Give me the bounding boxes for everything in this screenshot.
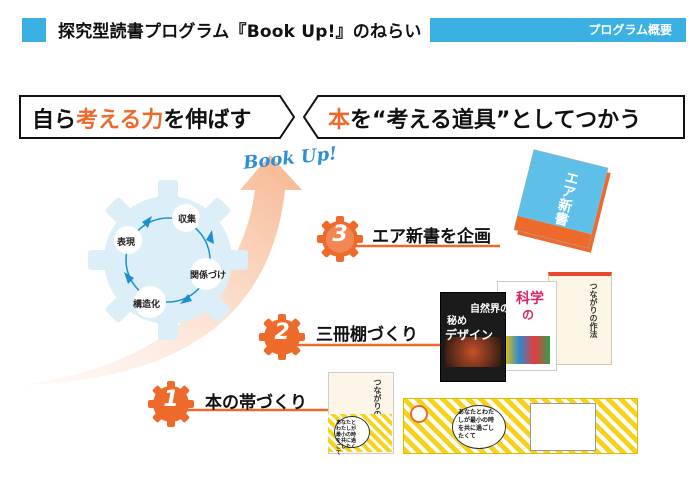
step-2-label: 三冊棚づくり (316, 325, 418, 345)
cycle-label-structure: 構造化 (133, 300, 161, 310)
book-nature-design-title-3: デザイン (445, 328, 494, 342)
book-science-art (504, 336, 550, 364)
header-square-icon (22, 18, 46, 42)
book-nature-design-art (445, 337, 501, 367)
step-3-label: エア新書を企画 (372, 227, 491, 247)
banner-right-arrow-shape (302, 95, 685, 139)
book-nature-design (440, 292, 506, 382)
air-shinsho-book (513, 149, 611, 253)
obi-book-bubble (334, 416, 370, 448)
banner-left-text: 自ら考える力を伸ばす (32, 108, 252, 133)
obi-book-band (328, 414, 392, 452)
cycle-label-relate: 関係づけ (190, 271, 227, 281)
banner-left-arrow-shape (19, 95, 296, 139)
book-science-title-1: 科学 (516, 291, 544, 307)
program-overview-tag: プログラム概要 (430, 18, 686, 42)
book-tsumiki-back-title: つながりの作法 (589, 282, 598, 338)
book-science-title-2: の (522, 308, 535, 322)
thinking-cycle-gear (88, 180, 248, 340)
step-1-number: 1 (163, 387, 179, 412)
book-nature-design-title-1: 自然界の (470, 304, 510, 315)
banner-right: 本を“考える道具”としてつかう (302, 94, 686, 140)
book-nature-design-title-2: 秘め (447, 316, 467, 327)
step-1-badge (148, 381, 194, 427)
page-title: 探究型読書プログラム『Book Up!』のねらい (58, 22, 422, 42)
obi-book-title: つながりの作法 (373, 378, 382, 434)
cycle-label-collect: 収集 (178, 215, 197, 225)
flat-obi-bubble (452, 405, 506, 449)
flat-obi-bubble-text: あなたとわたしが最小の時を共に過ごしたくて (458, 409, 495, 440)
program-overview-label: プログラム概要 (588, 23, 672, 37)
step-2-number: 2 (274, 320, 290, 345)
obi-book-bubble-text: あなたとわたしが最小の時を共に過ごしたくて (336, 420, 357, 456)
step-3-badge (317, 216, 363, 262)
step-3-number: 3 (332, 222, 348, 247)
flat-obi-badge (410, 405, 428, 423)
flat-obi-text-panel (530, 403, 596, 451)
book-tsumiki-back (548, 272, 612, 365)
step-1-label: 本の帯づくり (205, 393, 307, 413)
banner-right-text: 本を“考える道具”としてつかう (328, 108, 642, 133)
step-2-badge (259, 314, 305, 360)
book-science (497, 281, 557, 371)
flat-obi (403, 398, 638, 454)
cycle-label-express: 表現 (117, 238, 136, 248)
banner-left: 自ら考える力を伸ばす (18, 94, 296, 140)
